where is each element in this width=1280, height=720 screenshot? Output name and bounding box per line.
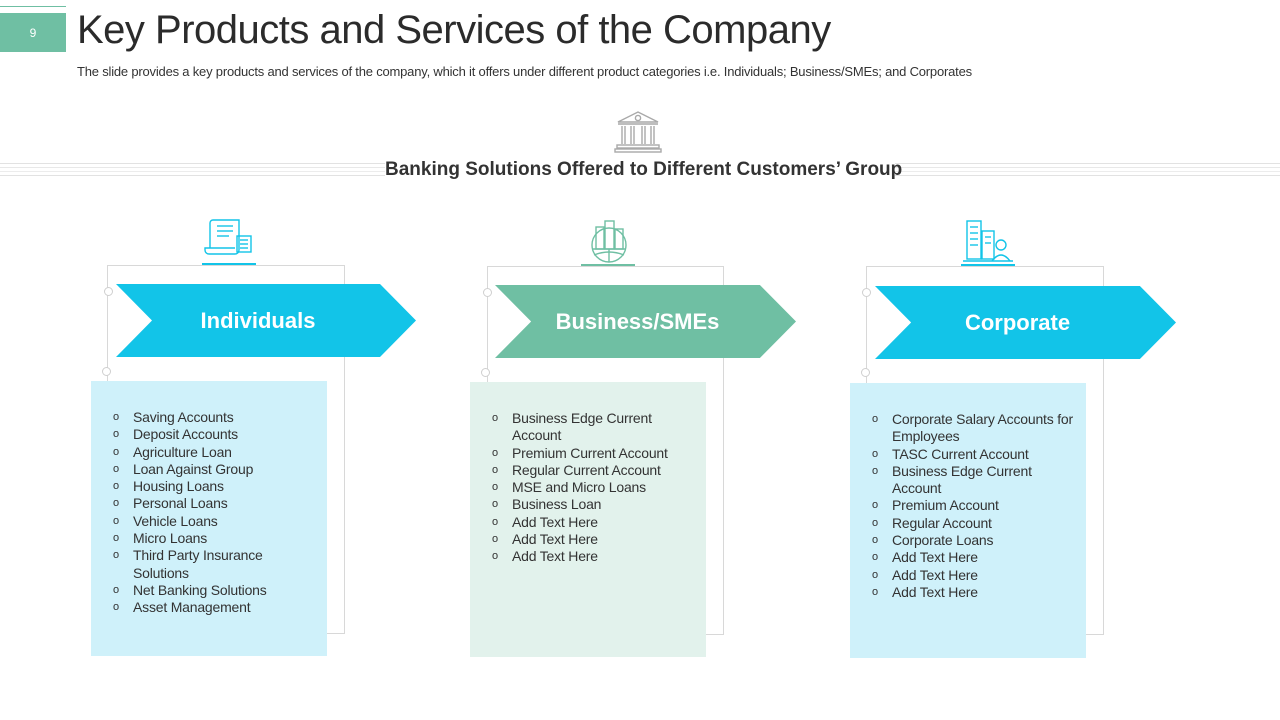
product-list: Saving AccountsDeposit AccountsAgricultu… xyxy=(113,409,318,617)
list-item: Add Text Here xyxy=(492,514,697,532)
list-item: Add Text Here xyxy=(872,584,1077,602)
list-item: Business Edge Current Account xyxy=(492,410,697,445)
list-item: Corporate Loans xyxy=(872,532,1077,550)
product-list-box: Corporate Salary Accounts for EmployeesT… xyxy=(850,383,1086,658)
list-item: Housing Loans xyxy=(113,478,318,496)
category-label-individuals: Individuals xyxy=(116,284,416,357)
category-corporate: Corporate Corporate Salary Accounts for … xyxy=(0,0,1176,720)
connector-dot xyxy=(102,367,111,376)
list-item: Regular Account xyxy=(872,515,1077,533)
slide-subtitle: The slide provides a key products and se… xyxy=(77,64,972,79)
category-label-corporate: Corporate xyxy=(875,286,1176,359)
connector-dot xyxy=(481,368,490,377)
bank-icon xyxy=(614,111,662,153)
list-item: Personal Loans xyxy=(113,495,318,513)
heading-divider-line xyxy=(895,171,1280,172)
connector-dot xyxy=(483,288,492,297)
list-item: Regular Current Account xyxy=(492,462,697,480)
list-item: Asset Management xyxy=(113,599,318,617)
product-list-box: Business Edge Current AccountPremium Cur… xyxy=(470,382,706,657)
office-building-icon xyxy=(963,220,1013,262)
icon-underline xyxy=(202,263,256,265)
category-individuals: Individuals Saving AccountsDeposit Accou… xyxy=(0,0,416,720)
connector-dot xyxy=(862,288,871,297)
list-item: Premium Current Account xyxy=(492,445,697,463)
list-item: Agriculture Loan xyxy=(113,444,318,462)
list-item: Third Party Insurance Solutions xyxy=(113,547,318,582)
list-item: TASC Current Account xyxy=(872,446,1077,464)
connector-dot xyxy=(861,368,870,377)
list-item: Corporate Salary Accounts for Employees xyxy=(872,411,1077,446)
heading-divider-line xyxy=(895,167,1280,168)
product-list: Business Edge Current AccountPremium Cur… xyxy=(492,410,697,566)
list-item: Premium Account xyxy=(872,497,1077,515)
list-item: Business Loan xyxy=(492,496,697,514)
list-item: Add Text Here xyxy=(872,567,1077,585)
icon-underline xyxy=(961,264,1015,266)
list-item: Business Edge Current Account xyxy=(872,463,1077,498)
heading-divider-line xyxy=(0,163,385,164)
product-list-box: Saving AccountsDeposit AccountsAgricultu… xyxy=(91,381,327,656)
heading-divider-line xyxy=(0,175,385,176)
city-globe-icon xyxy=(591,220,627,263)
category-label-business-smes: Business/SMEs xyxy=(495,285,796,358)
heading-divider-line xyxy=(895,163,1280,164)
connector-dot xyxy=(104,287,113,296)
icon-underline xyxy=(581,264,635,266)
list-item: Net Banking Solutions xyxy=(113,582,318,600)
heading-divider-line xyxy=(0,171,385,172)
slide-number-accent-line xyxy=(0,6,66,7)
product-list: Corporate Salary Accounts for EmployeesT… xyxy=(872,411,1077,602)
list-item: Add Text Here xyxy=(492,531,697,549)
slide-number-badge: 9 xyxy=(0,13,66,52)
list-item: Add Text Here xyxy=(492,548,697,566)
section-heading: Banking Solutions Offered to Different C… xyxy=(385,159,903,180)
list-item: Deposit Accounts xyxy=(113,426,318,444)
list-item: Vehicle Loans xyxy=(113,513,318,531)
category-business-smes: Business/SMEs Business Edge Current Acco… xyxy=(0,0,796,720)
slide-title: Key Products and Services of the Company xyxy=(77,8,831,52)
list-item: MSE and Micro Loans xyxy=(492,479,697,497)
list-item: Add Text Here xyxy=(872,549,1077,567)
list-item: Saving Accounts xyxy=(113,409,318,427)
document-icon xyxy=(204,219,252,255)
heading-divider-line xyxy=(0,167,385,168)
list-item: Loan Against Group xyxy=(113,461,318,479)
list-item: Micro Loans xyxy=(113,530,318,548)
heading-divider-line xyxy=(895,175,1280,176)
